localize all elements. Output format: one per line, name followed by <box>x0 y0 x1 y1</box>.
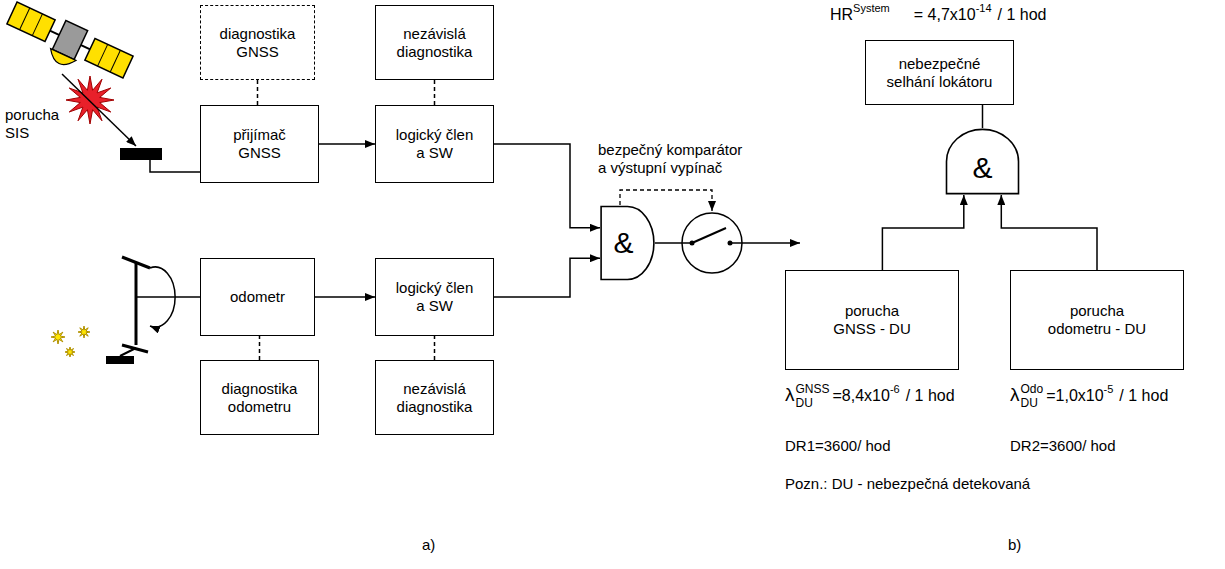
gate-path <box>601 207 654 280</box>
and-gate: & <box>600 205 655 281</box>
connector <box>1001 195 1097 270</box>
formula: λGNSSDU=8,4x10-6 / 1 hod <box>785 383 955 411</box>
index-stack: OdoDU <box>1021 383 1044 411</box>
text-stack: přijímač GNSS <box>217 126 302 162</box>
satellite <box>1 0 135 91</box>
annotation-text: Pozn.: DU - nebezpečná detekovaná <box>785 475 1030 492</box>
star-shape <box>78 326 90 338</box>
subscript-text: DU <box>796 397 830 411</box>
node-text: nezávislá diagnostika <box>392 25 477 61</box>
formula-text: λ <box>785 384 795 405</box>
annotation: porucha SIS <box>5 106 77 142</box>
annotation-text: DR2=3600/ hod <box>1010 437 1116 454</box>
index-stack: GNSSDU <box>796 383 830 411</box>
block-box: porucha GNSS - DU <box>785 270 959 370</box>
formula-text: / 1 hod <box>1119 387 1168 404</box>
node-text: odometr <box>230 288 285 306</box>
node-text: logický člen a SW <box>392 279 477 315</box>
text-stack: porucha GNSS - DU <box>826 302 918 338</box>
sparks <box>51 326 90 357</box>
text-stack: porucha odometru - DU <box>1041 302 1153 338</box>
superscript-text: Odo <box>1021 383 1044 397</box>
node-text: nebezpečné selhání lokátoru <box>878 55 1001 91</box>
block-box: diagnostika odometru <box>200 360 319 435</box>
node-text: logický člen a SW <box>392 126 477 162</box>
annotation-text: DR1=3600/ hod <box>785 437 891 454</box>
text-stack: & <box>613 225 633 261</box>
annotation: b) <box>1008 536 1021 554</box>
connector <box>259 336 261 360</box>
node-text: & <box>613 225 633 261</box>
block-box: porucha odometru - DU <box>1010 270 1184 370</box>
text-stack: logický člen a SW <box>392 126 477 162</box>
formula-text: HR <box>830 6 853 23</box>
formula-text: = 4,7x10 <box>914 6 976 23</box>
subscript-text: DU <box>1021 397 1044 411</box>
text-stack: diagnostika odometru <box>217 380 302 416</box>
block-box: logický člen a SW <box>375 105 494 183</box>
text-stack: nebezpečné selhání lokátoru <box>878 55 1001 91</box>
text-stack: & <box>972 150 992 186</box>
text-stack: logický člen a SW <box>392 279 477 315</box>
gate-path <box>947 129 1019 193</box>
connector <box>257 80 259 105</box>
annotation-text: bezpečný komparátor a výstupní vypínač <box>598 141 742 176</box>
and-gate: & <box>945 128 1020 195</box>
annotation-text: b) <box>1008 536 1021 553</box>
formula-text: λ <box>1010 384 1020 405</box>
annotation: Pozn.: DU - nebezpečná detekovaná <box>785 475 1030 493</box>
node-text: nezávislá diagnostika <box>392 380 477 416</box>
node-text: porucha odometru - DU <box>1041 302 1153 338</box>
signal-arrow <box>62 74 136 146</box>
antenna <box>120 148 162 160</box>
text-stack: diagnostika GNSS <box>217 25 298 61</box>
block-box: nebezpečné selhání lokátoru <box>865 40 1014 105</box>
superscript-text: -6 <box>890 383 900 395</box>
formula: HRSystem = 4,7x10-14 / 1 hod <box>830 2 1046 24</box>
block-box: přijímač GNSS <box>200 105 319 183</box>
connector <box>434 336 436 360</box>
node-text: přijímač GNSS <box>217 126 302 162</box>
connector <box>434 80 436 105</box>
block-box: nezávislá diagnostika <box>375 5 494 80</box>
block-box: odometr <box>200 258 315 336</box>
formula-text: =8,4x10 <box>833 387 890 404</box>
superscript-text: -14 <box>976 2 992 14</box>
formula-text: / 1 hod <box>906 387 955 404</box>
annotation: bezpečný komparátor a výstupní vypínač <box>598 141 753 177</box>
formula-text: =1,0x10 <box>1046 387 1103 404</box>
odometer-wheel <box>106 257 200 364</box>
connector <box>315 296 375 298</box>
superscript-text: -5 <box>1104 383 1114 395</box>
antenna-wire <box>150 160 200 172</box>
block-box: nezávislá diagnostika <box>375 360 494 435</box>
connector <box>494 144 600 228</box>
connector <box>882 195 963 270</box>
connector <box>319 143 375 145</box>
superscript-text: GNSS <box>796 383 830 397</box>
annotation-text: porucha SIS <box>5 106 59 141</box>
text-stack: nezávislá diagnostika <box>392 25 477 61</box>
connector <box>494 258 600 297</box>
node-text: diagnostika odometru <box>217 380 302 416</box>
star-shape <box>65 347 75 357</box>
node-text: & <box>972 150 992 186</box>
annotation: a) <box>422 536 435 554</box>
node-text: porucha GNSS - DU <box>826 302 918 338</box>
node-text: diagnostika GNSS <box>217 25 298 61</box>
superscript-text: System <box>853 2 890 14</box>
annotation: DR2=3600/ hod <box>1010 437 1116 455</box>
annotation: DR1=3600/ hod <box>785 437 891 455</box>
block-box: logický člen a SW <box>375 258 494 336</box>
star-shape <box>51 330 65 344</box>
formula-text: / 1 hod <box>998 6 1047 23</box>
text-stack: nezávislá diagnostika <box>392 380 477 416</box>
text-stack: odometr <box>230 288 285 306</box>
annotation-text: a) <box>422 536 435 553</box>
formula: λOdoDU=1,0x10-5 / 1 hod <box>1010 383 1168 411</box>
block-box: diagnostika GNSS <box>200 5 315 80</box>
connector <box>982 105 984 128</box>
